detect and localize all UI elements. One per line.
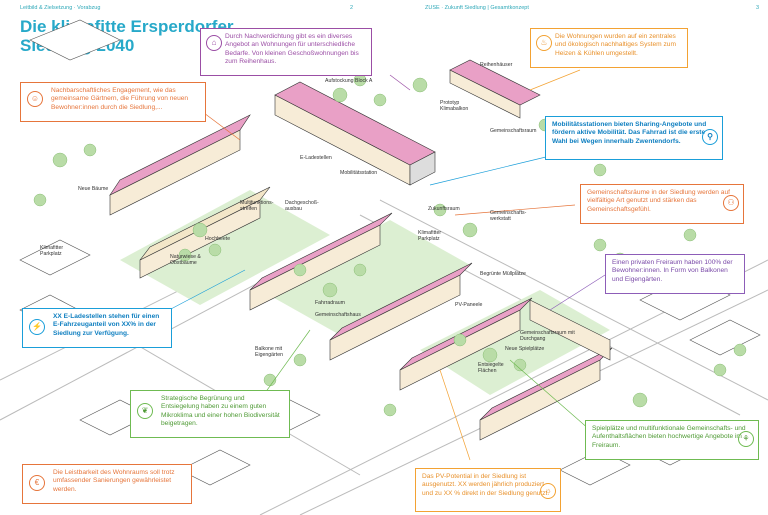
label-mobilitaetsstation: Mobilitätsstation <box>340 170 378 176</box>
label-werkstatt: Gemeinschafts-werkstatt <box>490 210 527 222</box>
label-hochbeete: Hochbeete <box>205 236 231 242</box>
label-prototyp: Prototyp Klimabalkon <box>440 100 469 112</box>
label-pv-paneele: PV-Paneele <box>455 302 483 308</box>
header-left: Leitbild & Zielsetzung · Vorabzug <box>20 5 101 11</box>
label-fahrradraum: Fahrradraum <box>315 300 345 306</box>
callout-freiraum: Einen privaten Freiraum haben 100% der B… <box>605 254 745 294</box>
callout-pv-text: Das PV-Potential in der Siedlung ist aus… <box>422 473 550 497</box>
callout-heizen: ♨ Die Wohnungen wurden auf ein zentrales… <box>530 28 688 68</box>
label-entsiegelte: Entsiegelte Flächen <box>478 362 504 374</box>
label-balkone: Balkone mit Eigengärten <box>255 346 283 358</box>
subproject-label: Zukunft Siedlung <box>444 5 486 11</box>
callout-nachverdichtung: ⌂ Durch Nachverdichtung gibt es ein dive… <box>200 28 372 76</box>
callout-nachverdichtung-text: Durch Nachverdichtung gibt es ein divers… <box>225 33 359 66</box>
label-gemeinschaftshaus: Gemeinschaftshaus <box>315 312 361 318</box>
callout-engagement: ☺ Nachbarschaftliches Engagement, wie da… <box>20 82 206 122</box>
community-icon: ☺ <box>27 91 43 107</box>
callout-heizen-text: Die Wohnungen wurden auf ein zentrales u… <box>555 33 676 57</box>
chapter-label: Leitbild & Zielsetzung <box>20 5 73 11</box>
lawn-areas <box>120 190 610 395</box>
callout-leistbarkeit: € Die Leistbarkeit des Wohnraums soll tr… <box>22 464 192 504</box>
building-right <box>399 297 613 441</box>
label-zukunftsraum: Zukunftsraum <box>428 206 460 212</box>
charging-icon: ⚡ <box>29 319 45 335</box>
bicycle-icon: ⚲ <box>702 129 718 145</box>
header-right: ZUSE · Zukunft Siedlung | Gesamtkonzept <box>425 5 529 11</box>
euro-icon: € <box>29 475 45 491</box>
callout-mobilitaet: ⚲ Mobilitätsstationen bieten Sharing-Ang… <box>545 116 723 160</box>
thermometer-icon: ♨ <box>536 35 552 51</box>
label-reihenhaeuser: Reihenhäuser <box>480 62 513 68</box>
callout-spielplaetze: ⚘ Spielplätze und multifunktionale Gemei… <box>585 420 759 460</box>
label-dachgeschoss: Dachgeschoß-ausbau <box>285 200 319 212</box>
trees <box>33 73 747 417</box>
page-number-left: 2 <box>350 5 354 11</box>
people-icon: ⚇ <box>723 195 739 211</box>
building-reihenhaeuser <box>449 59 541 119</box>
project-label: ZUSE <box>425 5 440 11</box>
label-gemeinschaftsraum-top: Gemeinschaftsraum <box>490 128 537 134</box>
label-aufstockung: Aufstockung Block A <box>325 78 373 84</box>
callout-begruenung: ❦ Strategische Begrünung und Entsiegelun… <box>130 390 290 438</box>
playground-icon: ⚘ <box>738 431 754 447</box>
callout-freiraum-text: Einen privaten Freiraum haben 100% der B… <box>612 259 733 283</box>
leaf-icon: ❦ <box>137 403 153 419</box>
callout-engagement-text: Nachbarschaftliches Engagement, wie das … <box>51 87 189 111</box>
label-multifunktion: Multifunktions-streifen <box>240 200 274 212</box>
section-label: Gesamtkonzept <box>490 5 529 11</box>
callout-mobilitaet-text: Mobilitätsstationen bieten Sharing-Angeb… <box>552 121 707 145</box>
label-muellplaetze: Begrünte Müllplätze <box>480 271 526 277</box>
label-naturwiese: Naturwiese & Obstbäume <box>170 254 201 266</box>
label-neue-baeume: Neue Bäume <box>78 186 109 192</box>
label-gemeinschaftsraum-durchgang: Gemeinschaftsraum mit Durchgang <box>520 330 575 342</box>
label-klimafitter-parkplatz-mid: Klimafitter Parkplatz <box>418 230 442 242</box>
callout-gemeinschaft-text: Gemeinschaftsräume in der Siedlung werde… <box>587 189 730 213</box>
house-icon: ⌂ <box>206 35 222 51</box>
building-block-a <box>274 81 436 186</box>
callout-pv: ☼ Das PV-Potential in der Siedlung ist a… <box>415 468 561 512</box>
solar-icon: ☼ <box>540 483 556 499</box>
label-spielplaetze: Neue Spielplätze <box>505 346 545 352</box>
callout-begruenung-text: Strategische Begrünung und Entsiegelung … <box>161 395 280 428</box>
label-e-ladestellen: E-Ladestellen <box>300 155 332 161</box>
callout-gemeinschaft: ⚇ Gemeinschaftsräume in der Siedlung wer… <box>580 184 744 224</box>
building-middle <box>249 212 473 361</box>
label-klimafitter-parkplatz-left: Klimafitter Parkplatz <box>40 245 64 257</box>
callout-eladestellen-text: XX E-Ladestellen stehen für einen E-Fahr… <box>53 313 160 337</box>
callout-leistbarkeit-text: Die Leistbarkeit des Wohnraums soll trot… <box>53 469 175 493</box>
page-number-right: 3 <box>756 5 760 11</box>
callout-eladestellen: ⚡ XX E-Ladestellen stehen für einen E-Fa… <box>22 308 172 348</box>
building-left-courtyard <box>109 114 271 279</box>
callout-spielplaetze-text: Spielplätze und multifunktionale Gemeins… <box>592 425 746 449</box>
draft-label: Vorabzug <box>77 5 101 11</box>
